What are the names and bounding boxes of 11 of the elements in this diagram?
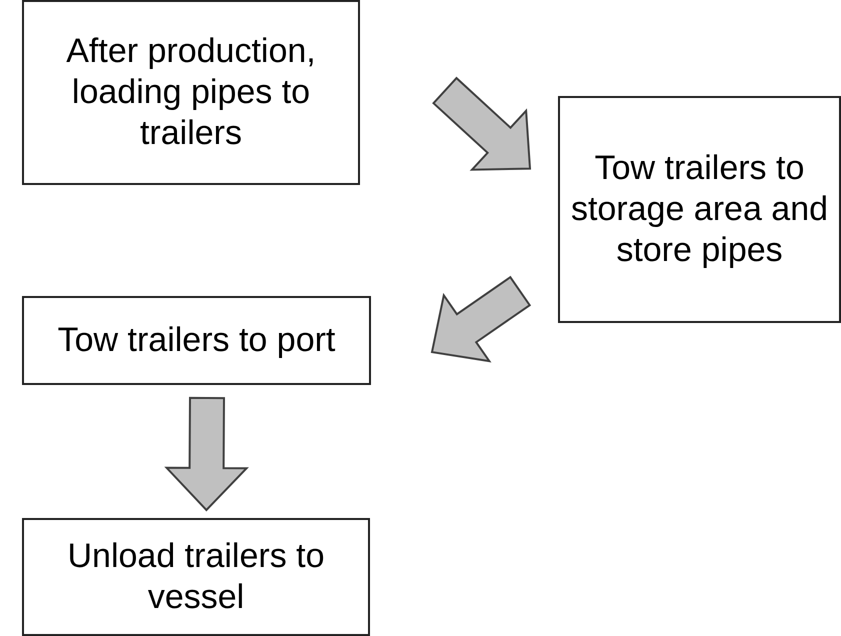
box-text: Tow trailers to storage area and store pipes — [570, 148, 830, 271]
block-arrow — [430, 276, 532, 362]
block-arrow — [432, 76, 532, 171]
process-box — [558, 96, 841, 323]
box-text: Tow trailers to port — [58, 320, 336, 361]
block-arrow — [164, 396, 249, 512]
box-text: Unload trailers to vessel — [66, 536, 326, 618]
box-text: After production, loading pipes to trailers — [65, 31, 317, 154]
process-box — [22, 296, 371, 385]
process-box — [22, 0, 360, 185]
process-box — [22, 518, 370, 636]
